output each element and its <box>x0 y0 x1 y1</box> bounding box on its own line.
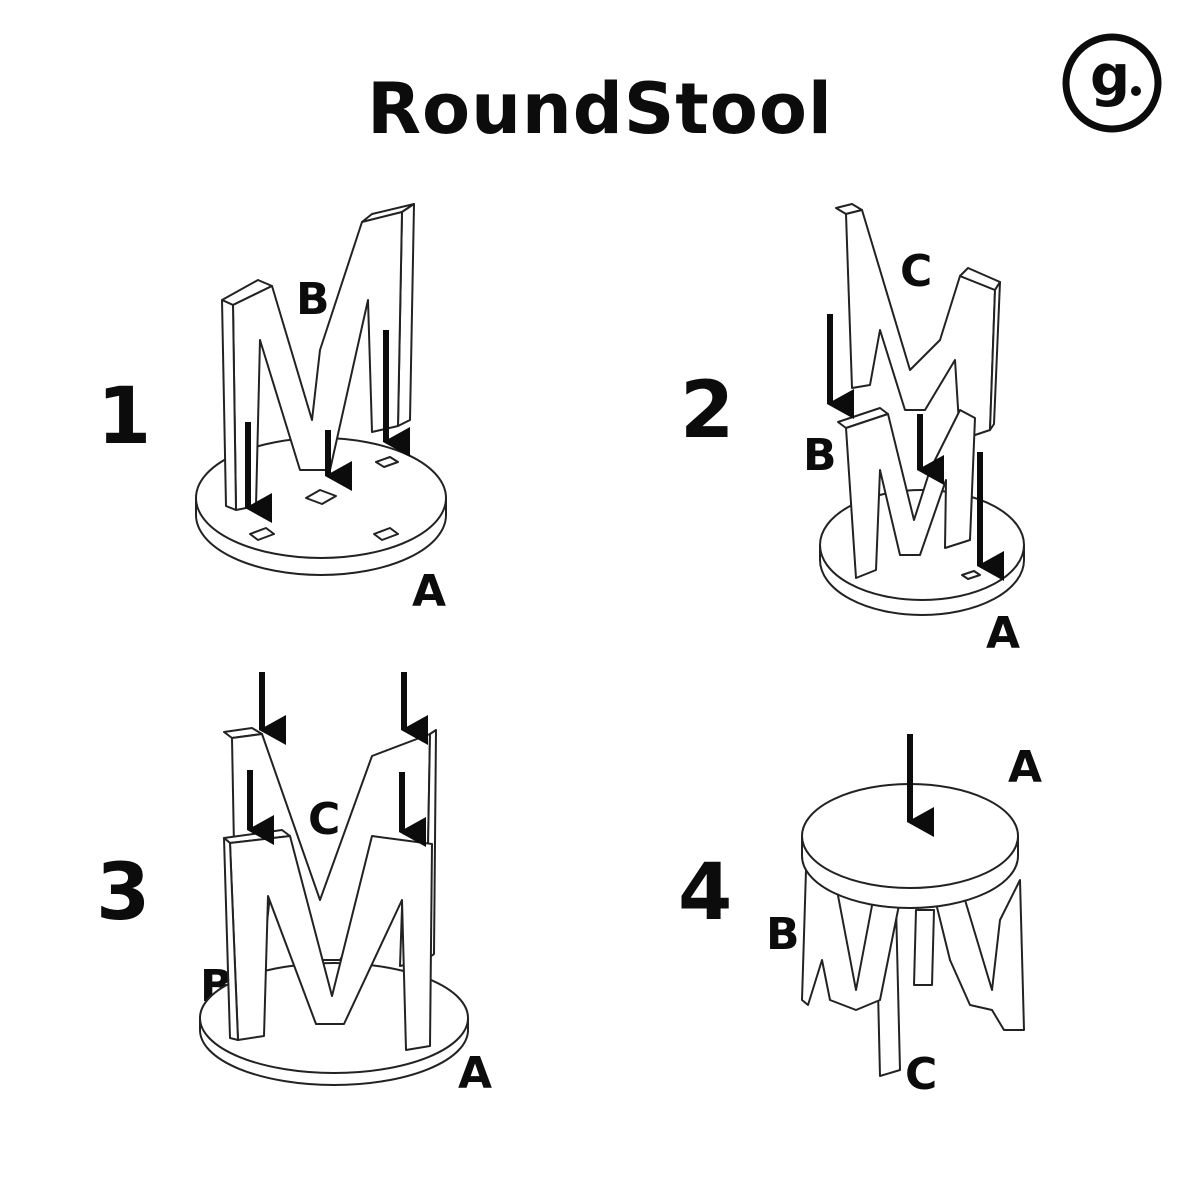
step4-illustration <box>801 783 1025 1077</box>
step1-label-b: B <box>296 274 330 325</box>
step-number-2: 2 <box>680 366 735 456</box>
step3-arrows <box>247 672 428 847</box>
step3-illustration <box>199 727 469 1086</box>
step2-leg-b <box>837 407 976 579</box>
step1-arrows <box>245 330 410 523</box>
step2-illustration <box>819 203 1025 616</box>
g-logo-icon: g <box>1062 33 1162 133</box>
step1-slots <box>249 456 399 541</box>
step4-label-b: B <box>766 909 800 960</box>
page-title: RoundStool <box>367 68 833 150</box>
logo-letter: g <box>1090 44 1130 109</box>
step1-illustration <box>195 203 447 576</box>
step2-arrows <box>827 314 1004 581</box>
step1-label-a: A <box>412 566 447 617</box>
step4-label-a: A <box>1008 742 1043 793</box>
step4-label-c: C <box>905 1049 938 1100</box>
step2-label-a: A <box>986 608 1021 659</box>
step-number-4: 4 <box>678 848 733 938</box>
step3-label-a: A <box>458 1048 493 1099</box>
step-number-1: 1 <box>97 372 152 462</box>
step1-leg-b <box>221 203 415 511</box>
step-number-3: 3 <box>96 848 151 938</box>
step2-label-c: C <box>900 246 933 297</box>
step2-leg-c <box>835 203 1001 441</box>
step4-legs <box>801 869 1025 1077</box>
step3-label-c: C <box>308 794 341 845</box>
step2-label-b: B <box>803 430 837 481</box>
